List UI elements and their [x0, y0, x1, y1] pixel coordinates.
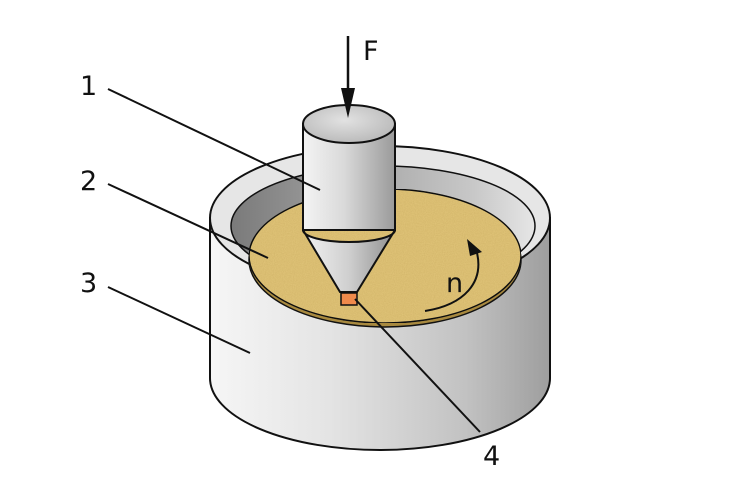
- leader-lines: [107, 88, 481, 433]
- rotation-arrow: [424, 239, 482, 312]
- label-part-1: 1: [80, 71, 97, 102]
- tool: [301, 104, 397, 293]
- label-part-3: 3: [80, 268, 97, 299]
- label-part-2: 2: [80, 166, 97, 197]
- leader-line-1: [107, 88, 321, 191]
- tip-sample: [340, 292, 358, 306]
- tool-cone: [301, 226, 397, 293]
- label-force: F: [363, 36, 379, 67]
- label-rotation: n: [446, 268, 463, 299]
- force-arrow: [341, 36, 355, 118]
- label-part-4: 4: [483, 441, 500, 472]
- leader-line-4: [354, 298, 481, 433]
- leader-line-2: [107, 183, 269, 259]
- leader-line-3: [107, 286, 251, 354]
